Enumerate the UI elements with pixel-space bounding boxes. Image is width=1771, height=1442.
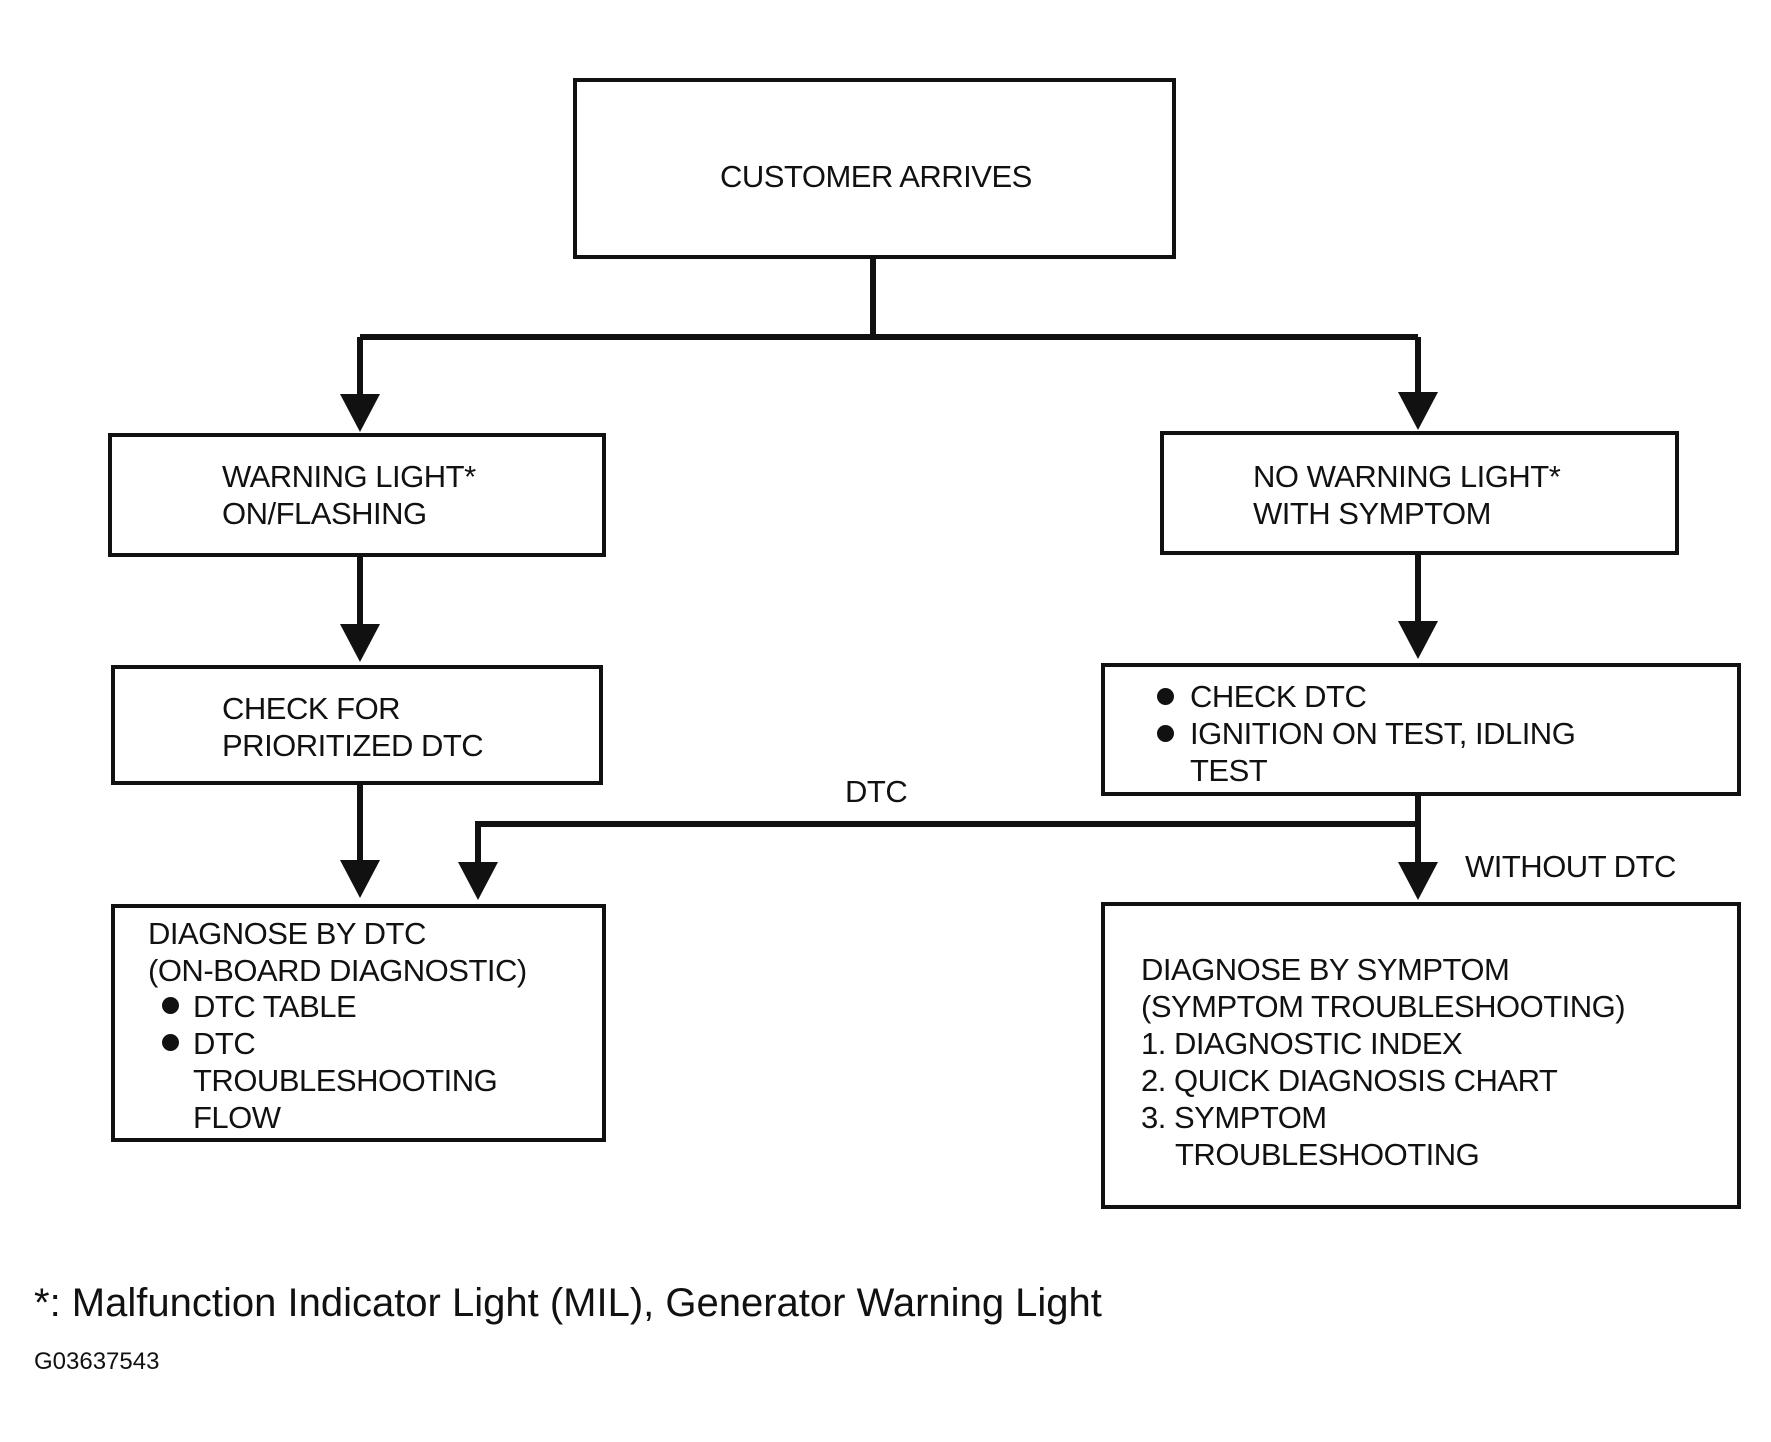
arrowhead-to-warning (340, 394, 380, 432)
check-dtc-tests-box (1101, 663, 1741, 796)
diagnose-by-symptom-line2: (SYMPTOM TROUBLESHOOTING) (1141, 989, 1626, 1024)
footnote: *: Malfunction Indicator Light (MIL), Ge… (34, 1281, 1102, 1325)
arrowhead-dtc-branch (458, 862, 498, 900)
arrowhead-to-diagnose-dtc (340, 860, 380, 898)
diagnose-by-dtc-item2-line2: TROUBLESHOOTING (193, 1063, 498, 1098)
arrowhead-to-no-warning (1398, 392, 1438, 430)
diagnose-by-dtc-item2-line3: FLOW (193, 1100, 281, 1135)
bullet-dtc-flow (162, 1034, 179, 1051)
diagnose-by-dtc-item2-line1: DTC (193, 1026, 256, 1061)
diagnose-by-symptom-item3-line2: TROUBLESHOOTING (1175, 1137, 1480, 1172)
diagnose-by-symptom-item2: 2. QUICK DIAGNOSIS CHART (1141, 1063, 1558, 1098)
bullet-ignition-test (1157, 725, 1174, 742)
warning-light-on-line2: ON/FLASHING (222, 496, 427, 531)
bullet-check-dtc (1157, 688, 1174, 705)
check-dtc-item1: CHECK DTC (1190, 679, 1367, 714)
bullet-dtc-table (162, 997, 179, 1014)
diagnose-by-dtc-line2: (ON-BOARD DIAGNOSTIC) (148, 953, 527, 988)
warning-light-on-line1: WARNING LIGHT* (222, 459, 476, 494)
no-warning-light-line1: NO WARNING LIGHT* (1253, 459, 1561, 494)
diagnose-by-dtc-box (111, 904, 606, 1142)
check-dtc-item2-line1: IGNITION ON TEST, IDLING (1190, 716, 1576, 751)
diagnose-by-symptom-box (1101, 902, 1741, 1209)
diagnose-by-dtc-item1: DTC TABLE (193, 989, 357, 1024)
figure-id: G03637543 (34, 1348, 160, 1375)
connector-dtc-branch (475, 821, 1418, 866)
diagnose-by-dtc-line1: DIAGNOSE BY DTC (148, 916, 426, 951)
check-prioritized-dtc-box (111, 665, 603, 785)
check-prioritized-dtc-line2: PRIORITIZED DTC (222, 728, 484, 763)
customer-arrives-box (573, 78, 1176, 259)
edge-label-without-dtc: WITHOUT DTC (1465, 849, 1676, 884)
check-prioritized-dtc-line1: CHECK FOR (222, 691, 401, 726)
customer-arrives-label: CUSTOMER ARRIVES (720, 159, 1032, 194)
arrowhead-to-diagnose-symptom (1398, 862, 1438, 900)
check-dtc-item2-line2: TEST (1190, 753, 1268, 788)
no-warning-light-box (1160, 431, 1679, 555)
diagnose-by-symptom-item3-line1: 3. SYMPTOM (1141, 1100, 1327, 1135)
no-warning-light-line2: WITH SYMPTOM (1253, 496, 1491, 531)
edge-label-dtc: DTC (845, 774, 908, 809)
arrowhead-to-check-dtc (1398, 621, 1438, 659)
warning-light-on-box (108, 433, 606, 557)
diagnose-by-symptom-line1: DIAGNOSE BY SYMPTOM (1141, 952, 1510, 987)
arrowhead-to-check-prioritized (340, 624, 380, 662)
diagnose-by-symptom-item1: 1. DIAGNOSTIC INDEX (1141, 1026, 1463, 1061)
